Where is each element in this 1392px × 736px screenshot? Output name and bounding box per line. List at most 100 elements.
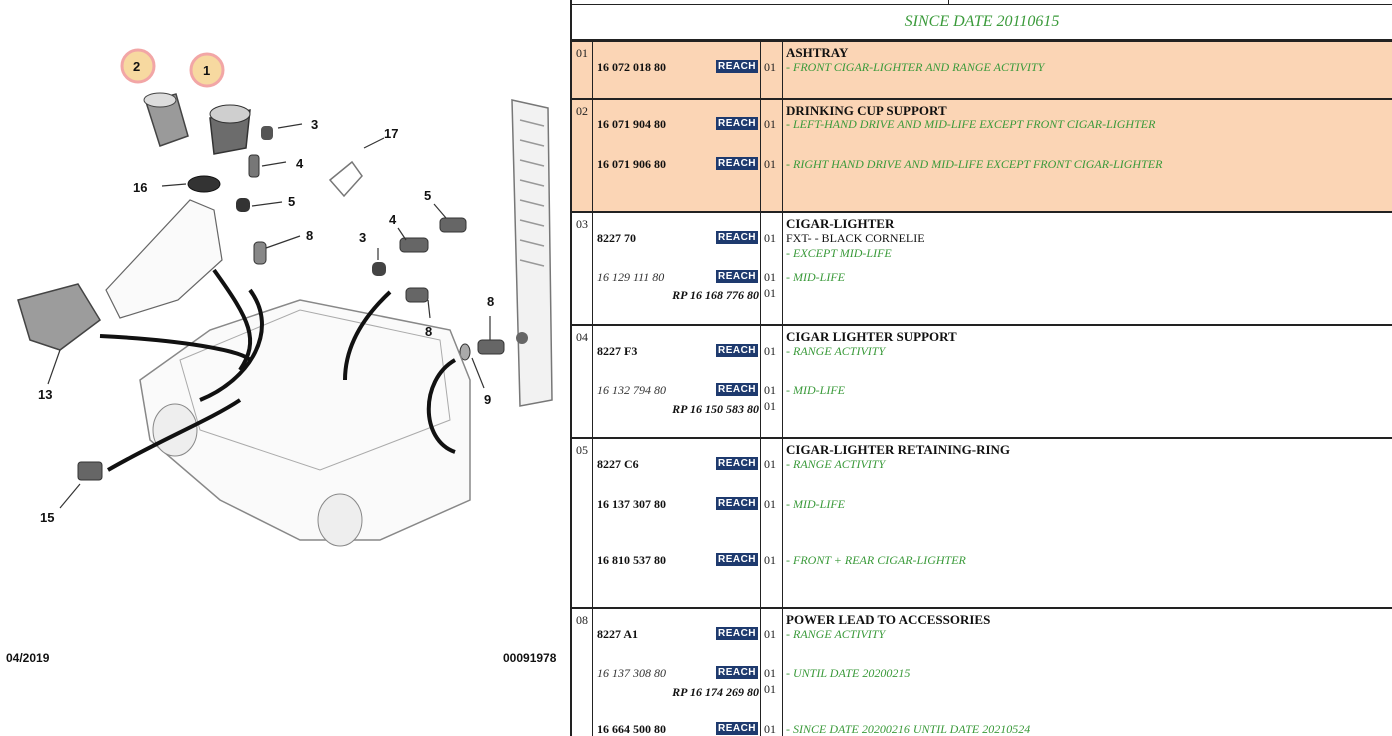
reach-badge[interactable]: REACH [716, 383, 758, 396]
group-number: 05 [576, 443, 588, 457]
part-reference-link[interactable]: 16 071 906 80 [597, 157, 666, 171]
trim-panel [511, 99, 553, 407]
part-reference-link[interactable]: 16 129 111 80 [597, 270, 665, 284]
callout-label: 8 [425, 324, 432, 339]
callout-label: 4 [296, 156, 304, 171]
replacement-quantity: 01 [764, 286, 776, 300]
replacement-reference-link[interactable]: RP 16 150 583 80 [672, 402, 759, 416]
column-divider [782, 326, 783, 437]
part-reference-link[interactable]: 8227 A1 [597, 627, 639, 641]
part-reference-link[interactable]: 16 071 904 80 [597, 117, 666, 131]
part-reference-link[interactable]: 8227 C6 [597, 457, 639, 471]
part-reference-link[interactable]: 16 132 794 80 [597, 383, 666, 397]
column-divider [760, 439, 761, 607]
reach-badge[interactable]: REACH [716, 60, 758, 73]
top-border [572, 4, 1392, 5]
column-divider [592, 100, 593, 211]
since-date-header: SINCE DATE 20110615 [572, 5, 1392, 42]
part-description: - UNTIL DATE 20200215 [786, 666, 911, 680]
exploded-view-drawing: 2 1 3 4 16 5 8 17 5 4 3 8 8 13 9 15 [17, 48, 553, 547]
replacement-quantity: 01 [764, 399, 776, 413]
parts-group-02[interactable]: 02 DRINKING CUP SUPPORT 16 071 904 80 RE… [572, 100, 1392, 213]
column-divider [592, 609, 593, 736]
column-divider [782, 42, 783, 98]
group-title: DRINKING CUP SUPPORT [786, 103, 947, 118]
callout-label: 13 [38, 387, 52, 402]
group-number: 03 [576, 217, 588, 231]
callout-label: 2 [133, 59, 140, 74]
quantity: 01 [764, 60, 776, 74]
parts-group-05[interactable]: 05 CIGAR-LIGHTER RETAINING-RING 8227 C6 … [572, 439, 1392, 609]
quantity: 01 [764, 553, 776, 567]
storage-bin-part [17, 283, 101, 351]
replacement-reference-link[interactable]: RP 16 174 269 80 [672, 685, 759, 699]
reach-badge[interactable]: REACH [716, 157, 758, 170]
part-description: - MID-LIFE [786, 383, 845, 397]
reach-badge[interactable]: REACH [716, 117, 758, 130]
column-divider [782, 439, 783, 607]
console-bracket [105, 199, 223, 319]
reach-badge[interactable]: REACH [716, 722, 758, 735]
part-reference-link[interactable]: 8227 F3 [597, 344, 638, 358]
callout-label: 5 [424, 188, 431, 203]
reach-badge[interactable]: REACH [716, 344, 758, 357]
callout-2-highlight [120, 48, 156, 84]
reach-badge[interactable]: REACH [716, 270, 758, 283]
quantity: 01 [764, 231, 776, 245]
part-description: - RANGE ACTIVITY [786, 457, 886, 471]
callout-1-highlight [189, 52, 225, 88]
parts-diagram: 2 1 3 4 16 5 8 17 5 4 3 8 8 13 9 15 04/2… [0, 0, 570, 736]
parts-group-03[interactable]: 03 CIGAR-LIGHTER 8227 70 REACH 01 FXT- -… [572, 213, 1392, 326]
part-reference-link[interactable]: 16 810 537 80 [597, 553, 666, 567]
part-reference-link[interactable]: 16 137 307 80 [597, 497, 666, 511]
part-description: - RANGE ACTIVITY [786, 344, 886, 358]
reach-badge[interactable]: REACH [716, 553, 758, 566]
quantity: 01 [764, 383, 776, 397]
reach-badge[interactable]: REACH [716, 457, 758, 470]
callout-label: 15 [40, 510, 54, 525]
group-title: ASHTRAY [786, 45, 849, 60]
part-reference-link[interactable]: 16 664 500 80 [597, 722, 666, 736]
reach-badge[interactable]: REACH [716, 497, 758, 510]
reach-badge[interactable]: REACH [716, 231, 758, 244]
parts-group-04[interactable]: 04 CIGAR LIGHTER SUPPORT 8227 F3 REACH 0… [572, 326, 1392, 439]
part-description-note: - EXCEPT MID-LIFE [786, 246, 892, 260]
part-description: - FRONT CIGAR-LIGHTER AND RANGE ACTIVITY [786, 60, 1045, 74]
reach-badge[interactable]: REACH [716, 666, 758, 679]
top-border-tick [948, 0, 949, 5]
column-divider [760, 213, 761, 324]
reach-badge[interactable]: REACH [716, 627, 758, 640]
parts-list: SINCE DATE 20110615 01 ASHTRAY 16 072 01… [572, 0, 1392, 736]
callout-label: 1 [203, 63, 210, 78]
quantity: 01 [764, 666, 776, 680]
column-divider [782, 609, 783, 736]
group-title: CIGAR-LIGHTER RETAINING-RING [786, 442, 1011, 457]
part-reference-link[interactable]: 16 072 018 80 [597, 60, 666, 74]
replacement-reference-link[interactable]: RP 16 168 776 80 [672, 288, 759, 302]
replacement-quantity: 01 [764, 682, 776, 696]
group-number: 02 [576, 104, 588, 118]
ring-part [187, 175, 221, 193]
group-title: POWER LEAD TO ACCESSORIES [786, 612, 991, 627]
van-outline [139, 299, 471, 541]
group-number: 08 [576, 613, 588, 627]
part-description: FXT- - BLACK CORNELIE [786, 231, 925, 245]
diagram-reference: 00091978 [503, 651, 557, 665]
parts-group-08[interactable]: 08 POWER LEAD TO ACCESSORIES 8227 A1 REA… [572, 609, 1392, 736]
callout-label: 5 [288, 194, 295, 209]
quantity: 01 [764, 457, 776, 471]
quantity: 01 [764, 270, 776, 284]
callout-label: 4 [389, 212, 397, 227]
part-reference-link[interactable]: 16 137 308 80 [597, 666, 666, 680]
column-divider [592, 326, 593, 437]
pane-divider[interactable] [570, 0, 572, 736]
part-description: - FRONT + REAR CIGAR-LIGHTER [786, 553, 966, 567]
column-divider [782, 100, 783, 211]
column-divider [760, 609, 761, 736]
part-reference-link[interactable]: 8227 70 [597, 231, 636, 245]
quantity: 01 [764, 117, 776, 131]
group-number: 01 [576, 46, 588, 60]
part-description: - MID-LIFE [786, 497, 845, 511]
parts-group-01[interactable]: 01 ASHTRAY 16 072 018 80 REACH 01 - FRON… [572, 42, 1392, 100]
part-description: - RANGE ACTIVITY [786, 627, 886, 641]
